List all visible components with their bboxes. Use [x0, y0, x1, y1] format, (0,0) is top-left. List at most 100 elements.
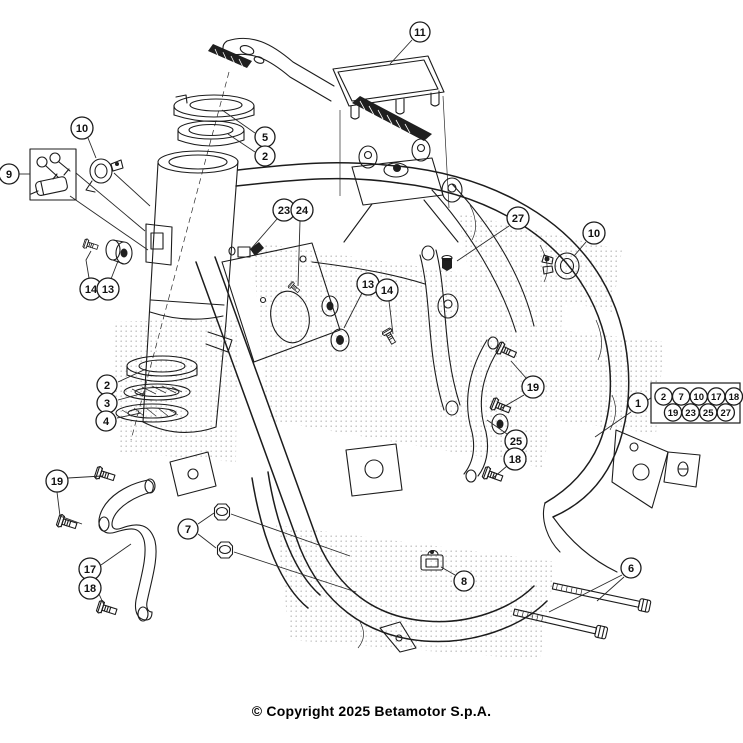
- callout-13: 13: [96, 277, 120, 301]
- callout-label: 2: [262, 151, 268, 163]
- lower-bearing-stack: [115, 355, 198, 423]
- callout-18: 18: [78, 576, 102, 600]
- legend-label: 18: [729, 392, 740, 403]
- callout-leader: [56, 491, 83, 525]
- legend-item-23: 23: [681, 403, 700, 422]
- center-mounts: [321, 245, 509, 497]
- legend-item-27: 27: [716, 403, 736, 422]
- callout-label: 6: [628, 563, 634, 575]
- callout-circle: [582, 221, 606, 245]
- callout-leader: [116, 412, 142, 419]
- legend-circle: [716, 403, 736, 422]
- callout-circle: [78, 576, 102, 600]
- keys-icon: [36, 152, 71, 180]
- callout-label: 1: [635, 398, 641, 410]
- subframe-loop: [397, 165, 701, 573]
- callout-label: 17: [84, 564, 96, 576]
- footrest-plate: [208, 37, 450, 209]
- callout-circle: [95, 410, 117, 432]
- callout-19: 19: [521, 375, 545, 399]
- callout-leader: [249, 218, 278, 251]
- callout-leader: [499, 394, 525, 410]
- callout-leader: [98, 593, 105, 606]
- callout-leader: [297, 220, 301, 287]
- callout-13: 13: [356, 272, 380, 296]
- callout-14: 14: [375, 278, 399, 302]
- callout-leader: [197, 533, 217, 549]
- callout-circle: [290, 198, 314, 222]
- clamp-left: [85, 158, 151, 207]
- callout-leader: [573, 241, 587, 257]
- legend-label: 25: [703, 408, 714, 419]
- legend-label: 23: [685, 408, 696, 419]
- callout-leader: [100, 543, 132, 566]
- callout-7: 7: [177, 518, 199, 540]
- callout-leader: [117, 392, 145, 401]
- down-tube-gusset: [169, 242, 426, 549]
- legend-label: 19: [668, 408, 679, 419]
- callout-leader: [67, 475, 103, 479]
- callout-label: 11: [414, 27, 426, 39]
- small-fittings: [228, 242, 453, 295]
- bracket-left: [55, 465, 157, 622]
- bottom-cradle: [251, 471, 548, 653]
- callout-18: 18: [503, 447, 527, 471]
- callout-circle: [254, 145, 276, 167]
- clip-nut: [420, 549, 444, 571]
- callout-label: 10: [588, 228, 600, 240]
- callout-1: 1: [627, 392, 649, 414]
- callout-circle: [620, 557, 642, 579]
- legend-item-17: 17: [707, 387, 726, 406]
- legend-item-19: 19: [663, 403, 683, 422]
- callout-24: 24: [290, 198, 314, 222]
- engine-bolts: [512, 582, 652, 640]
- callout-label: 18: [509, 454, 521, 466]
- callout-circle: [70, 116, 94, 140]
- callout-25: 25: [504, 429, 528, 453]
- callout-label: 2: [104, 380, 110, 392]
- legend-item-18: 18: [724, 387, 743, 406]
- callout-label: 13: [102, 284, 114, 296]
- callout-leader: [596, 576, 625, 602]
- callout-leader: [456, 225, 510, 262]
- callout-label: 10: [76, 123, 88, 135]
- callout-label: 14: [381, 285, 394, 297]
- upper-bearing-rings: [173, 94, 255, 147]
- legend-label: 27: [721, 408, 732, 419]
- callout-label: 19: [51, 476, 63, 488]
- frame-line-art: [29, 37, 701, 653]
- legend-label: 7: [678, 392, 683, 403]
- callout-27: 27: [506, 206, 530, 230]
- callout-5: 5: [254, 126, 276, 148]
- legend-label: 17: [711, 392, 722, 403]
- callout-3: 3: [96, 392, 118, 414]
- callout-10: 10: [70, 116, 94, 140]
- callout-label: 9: [6, 169, 12, 181]
- callout-circle: [453, 570, 475, 592]
- callout-10: 10: [582, 221, 606, 245]
- callout-label: 24: [296, 205, 309, 217]
- callout-19: 19: [45, 469, 69, 493]
- callout-circle: [409, 21, 431, 43]
- callout-leader: [389, 39, 413, 65]
- copyright-text: © Copyright 2025 Betamotor S.p.A.: [251, 703, 492, 719]
- callout-circle: [96, 277, 120, 301]
- callout-leader: [85, 250, 92, 279]
- legend-label: 2: [661, 392, 666, 403]
- callout-label: 19: [527, 382, 539, 394]
- callout-label: 7: [185, 524, 191, 536]
- callout-circle: [0, 163, 20, 185]
- key-lock-set: [29, 148, 149, 251]
- callout-circle: [627, 392, 649, 414]
- callout-label: 25: [510, 436, 522, 448]
- callout-label: 5: [262, 132, 268, 144]
- legend-item-25: 25: [698, 403, 718, 422]
- callout-leader: [110, 260, 119, 280]
- callout-leader: [87, 137, 97, 159]
- callout-label: 13: [362, 279, 374, 291]
- callout-11: 11: [409, 21, 431, 43]
- callout-9: 9: [0, 163, 20, 185]
